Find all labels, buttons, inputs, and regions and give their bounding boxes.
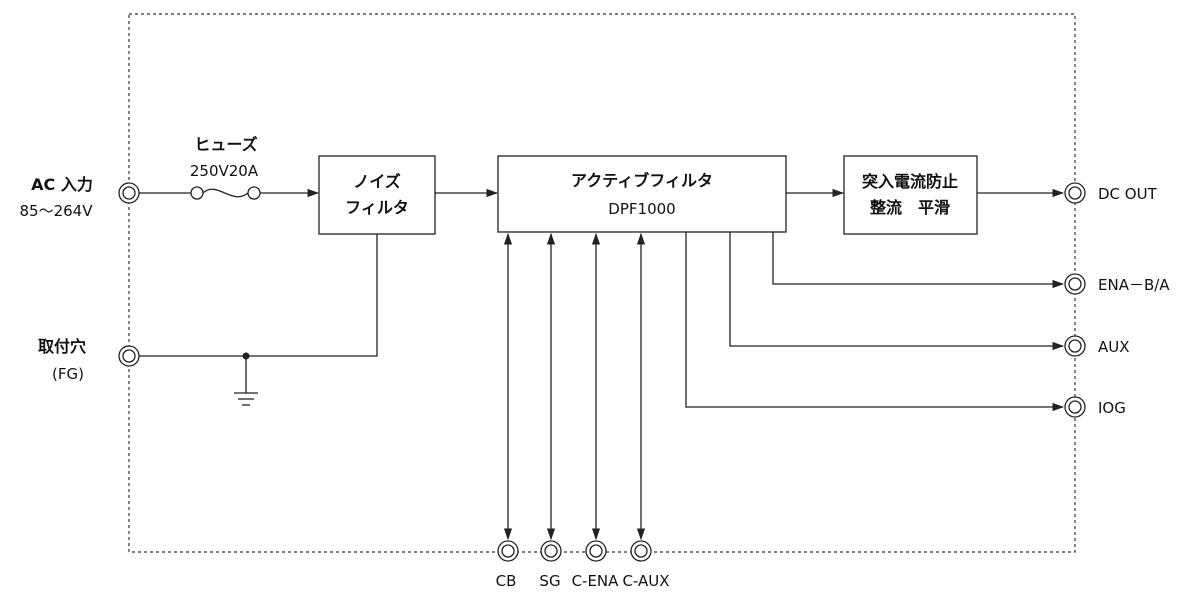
noise-filter-block xyxy=(318,155,436,235)
unit-enclosure xyxy=(128,13,1076,553)
active-filter-line2: DPF1000 xyxy=(608,200,675,218)
iog-label: IOG xyxy=(1098,399,1126,417)
fuse-label: ヒューズ xyxy=(194,135,257,154)
wire-aux xyxy=(729,232,1065,351)
sg-terminal xyxy=(540,540,562,562)
c-aux-label: C-AUX xyxy=(622,572,669,590)
c-aux-terminal xyxy=(630,540,652,562)
ena-ba-terminal xyxy=(1064,273,1086,295)
ena-ba-label: ENA－B/A xyxy=(1098,276,1170,294)
fuse-symbol xyxy=(139,186,261,200)
dc-out-label: DC OUT xyxy=(1098,185,1158,203)
aux-terminal xyxy=(1064,335,1086,357)
fuse-rating: 250V20A xyxy=(190,162,259,180)
wire-noise-to-ground xyxy=(139,234,378,357)
c-ena-terminal xyxy=(585,540,607,562)
ground-icon xyxy=(234,356,258,406)
wire-iog xyxy=(685,232,1065,412)
rectifier-line1: 突入電流防止 xyxy=(862,172,958,191)
fg-sub-label: (FG) xyxy=(52,365,84,383)
cb-terminal xyxy=(497,540,519,562)
ac-input-terminal xyxy=(118,182,140,204)
sg-label: SG xyxy=(539,572,560,590)
rectifier-line2: 整流 平滑 xyxy=(869,198,950,217)
active-filter-block xyxy=(497,155,787,233)
fg-label: 取付穴 xyxy=(38,337,86,356)
fg-terminal xyxy=(118,345,140,367)
dc-out-terminal xyxy=(1064,182,1086,204)
ac-input-label: AC 入力 xyxy=(31,175,93,194)
aux-label: AUX xyxy=(1098,338,1130,356)
ac-input-range: 85〜264V xyxy=(20,202,94,220)
noise-filter-line1: ノイズ xyxy=(353,172,401,191)
wire-ena-ba xyxy=(772,232,1065,289)
iog-terminal xyxy=(1064,396,1086,418)
cb-label: CB xyxy=(496,572,517,590)
rectifier-block xyxy=(843,155,978,235)
active-filter-line1: アクティブフィルタ xyxy=(571,171,713,190)
c-ena-label: C-ENA xyxy=(572,572,620,590)
noise-filter-line2: フィルタ xyxy=(345,198,409,217)
